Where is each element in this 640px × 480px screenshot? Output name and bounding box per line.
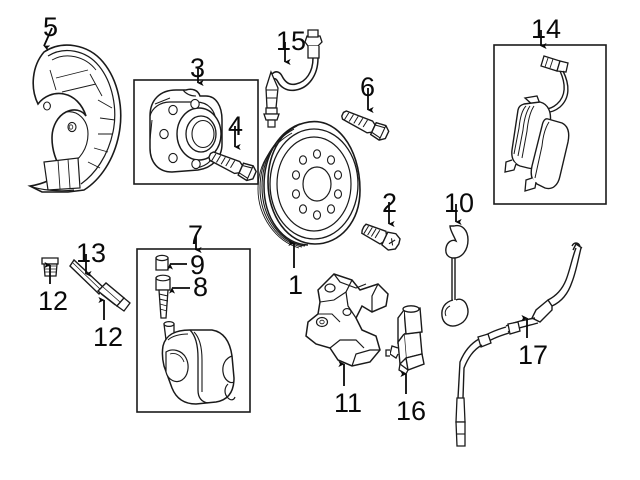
part-brake-caliper bbox=[161, 321, 236, 405]
callout-caliper-bracket-bolt: 6 bbox=[360, 72, 376, 102]
callout-guide-pin-cap: 9 bbox=[190, 250, 206, 280]
part-caliper-mounting-bracket bbox=[305, 273, 389, 367]
callout-brake-line-pipe: 13 bbox=[76, 238, 107, 268]
part-wheel-speed-sensor bbox=[385, 305, 425, 375]
callout-wheel-speed-sensor: 16 bbox=[396, 396, 427, 426]
callout-abs-sensor-harness: 17 bbox=[518, 340, 549, 370]
callout-leader-lines bbox=[43, 27, 547, 394]
callout-banjo-bolt: 12 bbox=[38, 286, 69, 316]
part-brake-pad-set bbox=[504, 55, 570, 192]
part-brake-rotor-disc bbox=[257, 120, 361, 249]
callout-wheel-hub-bearing-box: 3 bbox=[190, 53, 206, 83]
callout-brake-hose: 15 bbox=[276, 26, 307, 56]
callout-hub-mounting-bolt: 4 bbox=[228, 111, 244, 141]
callout-pad-retaining-spring: 10 bbox=[444, 188, 475, 218]
part-bleeder-fitting bbox=[96, 282, 131, 312]
callout-rotor-retaining-screw: 2 bbox=[382, 188, 398, 218]
part-abs-sensor-harness bbox=[455, 242, 583, 447]
callout-bleeder-fitting: 12 bbox=[93, 322, 124, 352]
part-caliper-bracket-bolt bbox=[338, 106, 392, 143]
part-wheel-hub-bearing bbox=[149, 88, 223, 173]
part-brake-hose bbox=[263, 29, 323, 128]
callout-caliper-guide-pin: 8 bbox=[193, 272, 209, 302]
part-guide-pin-cap bbox=[155, 254, 169, 271]
callout-brake-splash-shield: 5 bbox=[43, 12, 59, 42]
callout-brake-pad-set-box: 14 bbox=[531, 14, 562, 44]
part-brake-splash-shield bbox=[27, 44, 122, 193]
callout-caliper-mounting-bracket: 11 bbox=[334, 388, 363, 418]
callout-brake-caliper-box: 7 bbox=[188, 220, 204, 250]
part-rotor-retaining-screw bbox=[361, 223, 401, 251]
leader-arrow-brake-splash-shield bbox=[43, 27, 53, 52]
part-caliper-guide-pin bbox=[155, 274, 171, 319]
part-pad-retaining-spring bbox=[441, 224, 469, 327]
callout-brake-rotor-disc: 1 bbox=[288, 270, 304, 300]
